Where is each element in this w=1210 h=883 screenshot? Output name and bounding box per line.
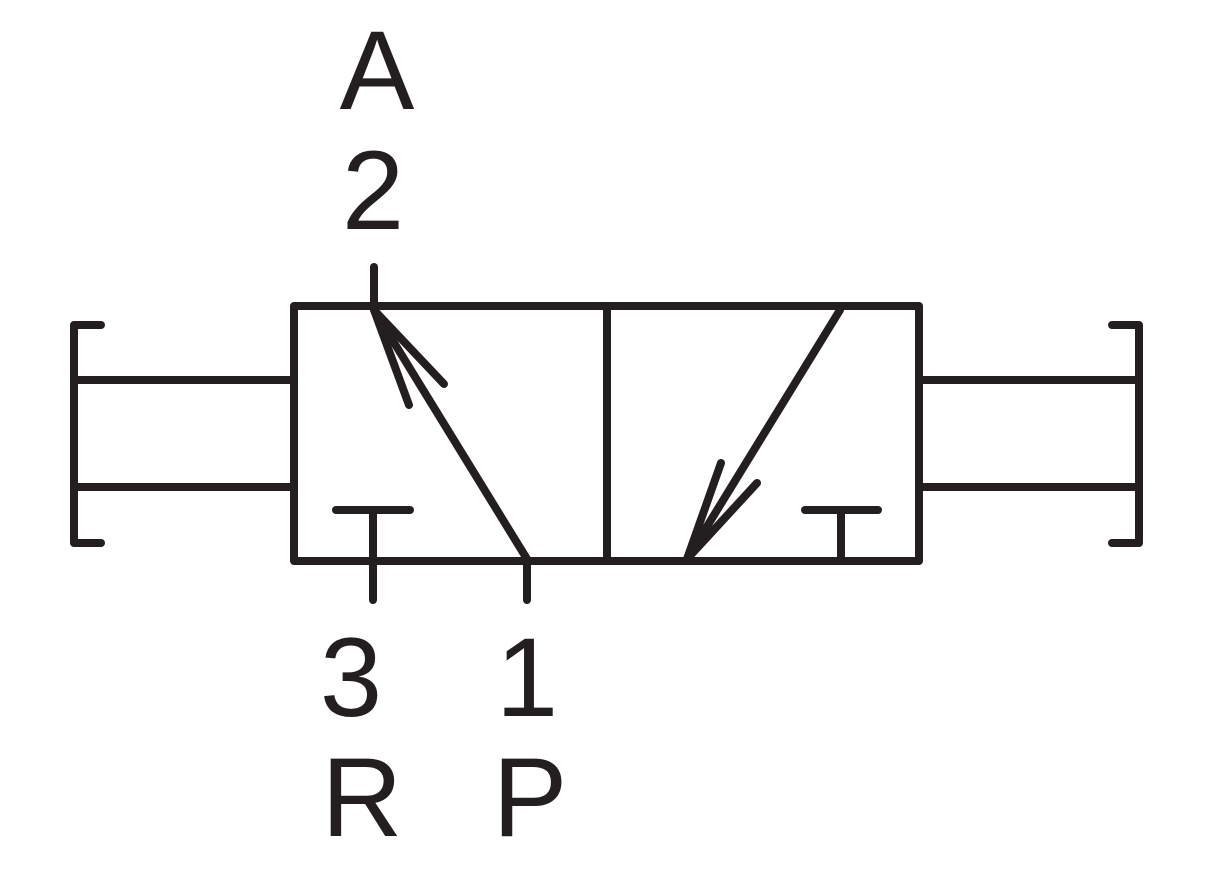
flow-arrowhead-up [370,306,448,409]
valve-body [290,302,923,565]
port-r-letter-label: R [322,735,403,860]
flow-line-p-to-a [370,306,531,563]
flow-arrowhead-down [683,459,761,563]
right-bracket [1108,321,1143,547]
right-actuator [916,321,1143,547]
flow-line-a-to-r [683,306,844,563]
port-p-letter-label: P [493,735,568,860]
port-stubs [369,263,531,604]
left-position [332,306,531,565]
right-position [683,306,882,565]
port-p-number-label: 1 [496,615,558,740]
left-bracket [70,321,105,547]
port-r-number-label: 3 [320,615,382,740]
port-a-number-label: 2 [342,128,404,253]
port-labels: A 2 3 R 1 P [320,8,568,860]
left-actuator [70,321,296,547]
port-a-letter-label: A [340,8,415,133]
